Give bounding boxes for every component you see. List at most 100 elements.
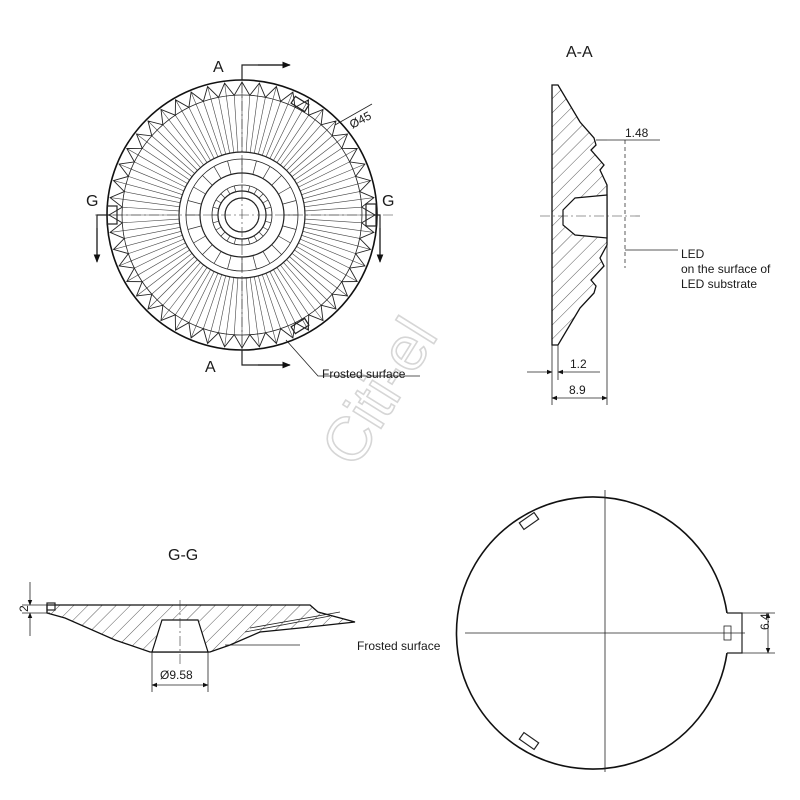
facet-line <box>124 227 181 239</box>
facet-line <box>302 180 371 199</box>
facet-line <box>294 249 342 282</box>
spoke-line <box>282 225 297 230</box>
mount-tab <box>290 317 310 335</box>
section-aa-title: A-A <box>566 44 593 61</box>
facet-line <box>122 218 180 224</box>
facet-line <box>254 276 266 333</box>
facet-line <box>162 262 201 306</box>
spoke-line <box>253 188 258 195</box>
section-gg-title: G-G <box>168 547 198 564</box>
facet-line <box>262 274 281 329</box>
facet-line <box>224 83 235 153</box>
facet-line <box>300 238 366 267</box>
facet-line <box>151 135 195 174</box>
facet-line <box>134 242 186 269</box>
facet-line <box>188 107 215 159</box>
facet-line <box>265 273 294 339</box>
facet-line <box>224 277 235 347</box>
spoke-line <box>213 251 222 264</box>
dim-1-2: 1.2 <box>570 357 587 371</box>
facet-line <box>300 163 366 192</box>
led-note-line3: LED substrate <box>681 277 757 291</box>
facet-line <box>124 191 181 203</box>
facet-line <box>113 180 182 199</box>
dim-2: 2 <box>17 605 31 612</box>
facet-line <box>113 231 182 250</box>
facet-line <box>175 269 211 331</box>
spoke-line <box>247 185 251 192</box>
spoke-line <box>226 188 231 195</box>
facet-line <box>280 264 324 321</box>
spoke-line <box>213 166 222 179</box>
spoke-line <box>247 238 251 245</box>
facet-line <box>128 176 183 195</box>
section-mark-g-left: G <box>86 193 98 210</box>
facet-line <box>245 95 251 153</box>
facet-line <box>175 115 208 163</box>
facet-line <box>160 109 204 166</box>
facet-line <box>269 271 296 323</box>
facet-line <box>304 218 362 224</box>
facet-line <box>218 276 230 333</box>
dim-1-48: 1.48 <box>625 126 649 140</box>
facet-line <box>262 101 281 156</box>
dim-9-58: Ø9.58 <box>160 668 193 682</box>
spoke-line <box>271 175 282 186</box>
facet-line <box>249 277 260 347</box>
facet-line <box>296 148 358 184</box>
facet-line <box>249 83 260 153</box>
facet-line <box>298 242 350 269</box>
facet-line <box>188 271 215 323</box>
spoke-line <box>233 185 237 192</box>
top-view: A A G G Ø45 Frosted surface <box>86 59 420 381</box>
facet-line <box>301 176 356 195</box>
inner-spokes <box>186 159 298 271</box>
facet-line <box>283 124 322 168</box>
facet-line <box>286 259 337 310</box>
spoke-line <box>262 199 269 204</box>
spoke-line <box>262 166 271 179</box>
facet-line <box>118 163 184 192</box>
spoke-line <box>265 220 272 224</box>
facet-line <box>298 161 350 188</box>
facet-line <box>289 256 333 295</box>
spoke-line <box>262 251 271 264</box>
section-aa-cavity <box>562 194 608 239</box>
facet-line <box>147 259 198 310</box>
facet-line <box>233 277 239 335</box>
facet-line <box>269 107 296 159</box>
facet-line <box>160 264 204 321</box>
led-note-line2: on the surface of <box>681 262 771 276</box>
bottom-tab <box>518 511 540 531</box>
facet-line <box>122 206 180 212</box>
facet-line <box>303 191 360 203</box>
spoke-line <box>193 186 206 195</box>
section-aa: A-A 1.48 LED on the surface of LED subst… <box>527 44 771 405</box>
frosted-surface-note-top: Frosted surface <box>322 367 406 381</box>
spoke-line <box>227 255 232 270</box>
facet-line <box>294 148 342 181</box>
spoke-line <box>253 235 258 242</box>
facet-line <box>134 161 186 188</box>
frosted-surface-note-bottom: Frosted surface <box>357 639 441 653</box>
facet-line <box>136 133 193 177</box>
dim-8-9: 8.9 <box>569 383 586 397</box>
facet-line <box>291 253 348 297</box>
bottom-view: 6.4 <box>455 490 775 772</box>
spoke-line <box>212 220 219 224</box>
spoke-line <box>252 255 257 270</box>
led-note-line1: LED <box>681 247 705 261</box>
facet-line <box>118 238 184 267</box>
facet-line <box>233 95 239 153</box>
facet-line <box>258 86 277 155</box>
spoke-line <box>220 193 226 199</box>
mount-tab <box>290 95 310 113</box>
section-gg: G-G 2 Ø9.58 Frosted surface <box>17 547 441 692</box>
facet-line <box>142 148 190 181</box>
spoke-line <box>271 244 282 255</box>
spoke-line <box>262 226 269 231</box>
spoke-line <box>187 200 202 205</box>
spoke-line <box>220 231 226 237</box>
facet-line <box>286 120 337 171</box>
